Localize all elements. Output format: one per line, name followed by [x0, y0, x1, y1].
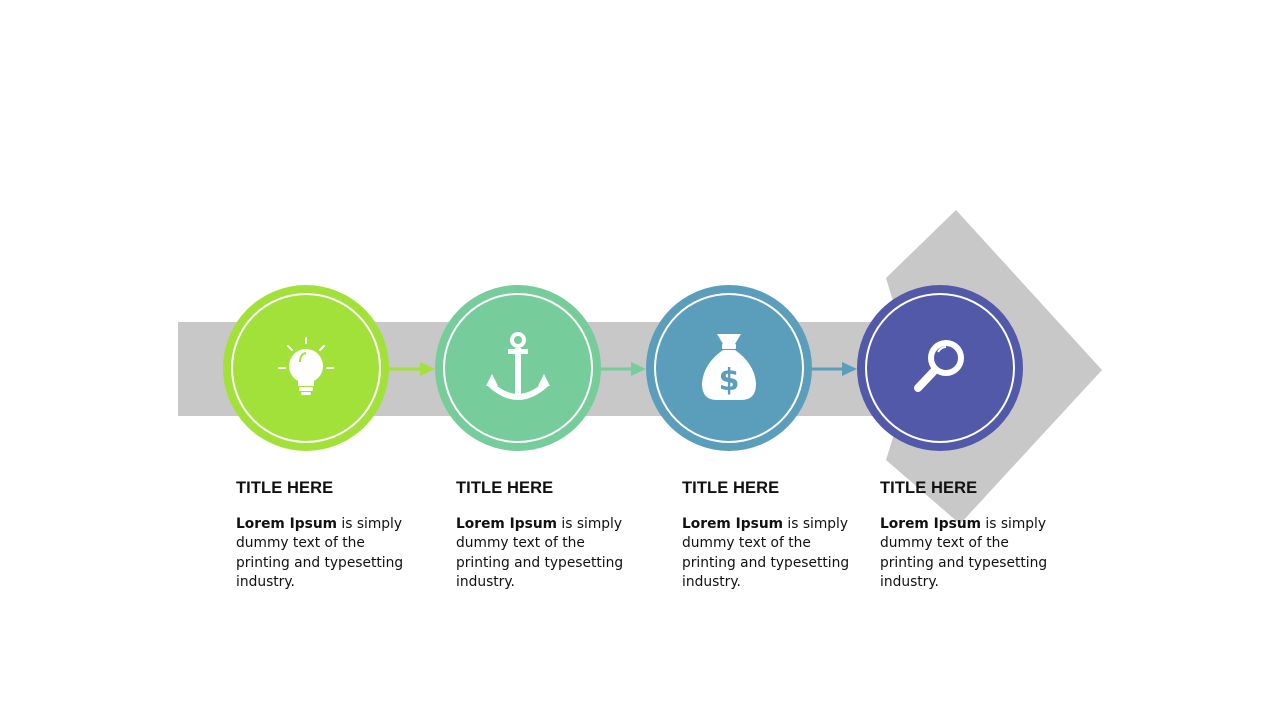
- step-description: Lorem Ipsum is simply dummy text of the …: [456, 516, 624, 590]
- step-description: Lorem Ipsum is simply dummy text of the …: [880, 516, 1048, 590]
- step-description: Lorem Ipsum is simply dummy text of the …: [236, 516, 404, 590]
- lightbulb-icon: [278, 337, 334, 395]
- step-3-text: TITLE HERE Lorem Ipsum is simply dummy t…: [682, 476, 862, 592]
- step-title: TITLE HERE: [880, 479, 978, 497]
- step-1-circle: [223, 285, 389, 451]
- step-1-text: TITLE HERE Lorem Ipsum is simply dummy t…: [236, 476, 416, 592]
- step-2-text: TITLE HERE Lorem Ipsum is simply dummy t…: [456, 476, 636, 592]
- step-4-text: TITLE HERE Lorem Ipsum is simply dummy t…: [880, 476, 1060, 592]
- step-2-circle: [435, 285, 601, 451]
- money-bag-icon: $: [702, 334, 756, 400]
- step-title: TITLE HERE: [682, 479, 780, 497]
- step-title: TITLE HERE: [236, 479, 334, 497]
- magnifier-icon: [914, 340, 964, 392]
- dollar-sign: $: [719, 363, 740, 398]
- anchor-icon: [486, 332, 550, 400]
- step-4-circle: [857, 285, 1023, 451]
- step-3-circle: $: [646, 285, 812, 451]
- step-description: Lorem Ipsum is simply dummy text of the …: [682, 516, 850, 590]
- step-title: TITLE HERE: [456, 479, 554, 497]
